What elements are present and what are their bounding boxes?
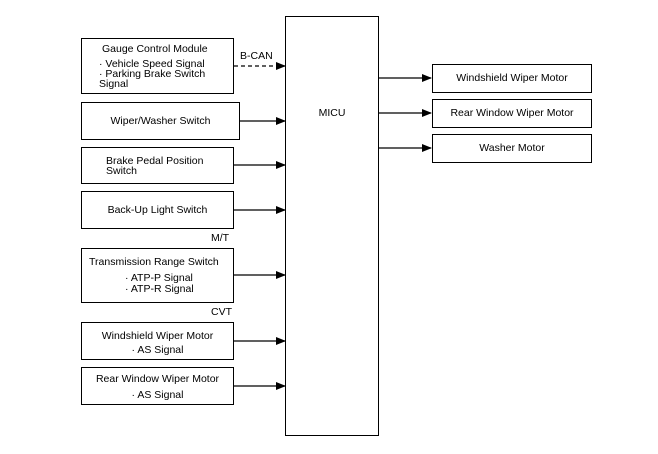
rear-window-wiper-motor-input-title: Rear Window Wiper Motor [95, 373, 220, 385]
atp-p-signal: · ATP-P Signal [125, 272, 193, 284]
washer-motor-output-box [432, 134, 592, 163]
gauge-control-module-box [81, 38, 234, 94]
micu-box [285, 16, 379, 436]
backup-light-switch-box [81, 191, 234, 229]
windshield-wiper-motor-output-box [432, 64, 592, 93]
wiper-washer-switch-box [81, 102, 240, 140]
windshield-wiper-motor-input-box [81, 322, 234, 360]
rear-window-wiper-motor-input-box [81, 367, 234, 405]
brake-pedal-position-label: Brake Pedal Position [106, 155, 204, 167]
rear-window-wiper-motor-output-label: Rear Window Wiper Motor [450, 107, 574, 119]
parking-brake-switch: · Parking Brake Switch [99, 68, 206, 80]
brake-pedal-position-switch-box [81, 147, 234, 184]
backup-light-switch-label: Back-Up Light Switch [107, 204, 208, 216]
brake-pedal-switch-label: Switch [106, 165, 137, 177]
cvt-label: CVT [211, 306, 232, 318]
vehicle-speed-signal: · Vehicle Speed Signal [99, 58, 205, 70]
atp-r-signal: · ATP-R Signal [125, 283, 194, 295]
mt-label: M/T [211, 232, 230, 244]
transmission-range-switch-box [81, 248, 234, 303]
rear-window-wiper-motor-output-box [432, 99, 592, 128]
parking-brake-signal: Signal [99, 78, 129, 90]
transmission-range-switch-title: Transmission Range Switch [89, 256, 219, 268]
washer-motor-output-label: Washer Motor [479, 142, 545, 154]
windshield-wiper-motor-input-title: Windshield Wiper Motor [101, 330, 214, 342]
wiper-washer-switch-label: Wiper/Washer Switch [110, 115, 211, 127]
rear-window-wiper-motor-as-signal: · AS Signal [131, 389, 184, 401]
micu-label: MICU [318, 107, 346, 119]
windshield-wiper-motor-as-signal: · AS Signal [131, 344, 184, 356]
bcan-label: B-CAN [240, 50, 273, 62]
windshield-wiper-motor-output-label: Windshield Wiper Motor [456, 72, 568, 84]
gauge-control-module-title: Gauge Control Module [102, 43, 208, 55]
